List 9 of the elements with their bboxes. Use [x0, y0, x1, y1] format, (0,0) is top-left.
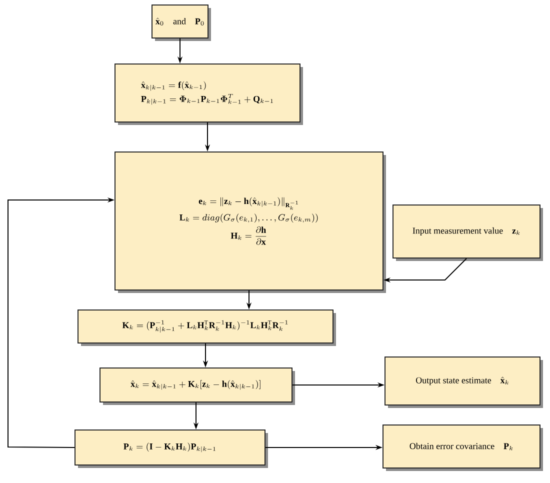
process-box: $\text{Obtain error covariance}\quad\mathbf{P}_k$ — [382, 424, 543, 471]
process-box: $\hat{\mathbf{x}}_{k|k-1}=\mathbf{f}(\hat{\mathbf{x}}_{k-1})$ $\mathbf{P}_{k|k-1}=\boldsymbol{\Phi}_{k-1}\mathbf{P}_{k-1}\boldsymbol{\Phi}_{k-1}^{T}+\mathbf{Q}_{k-1}$ — [114, 64, 303, 125]
process-box: $\text{Output state estimate}\quad\hat{\mathbf{x}}_k$ — [384, 356, 543, 408]
process-box: $\mathbf{P}_k=(\mathbf{I}-\mathbf{K}_k\mathbf{H}_k)\mathbf{P}_{k|k-1}$ — [74, 429, 268, 468]
process-box: $\hat{\mathbf{x}}_0\quad\text{and}\quad\mathbf{P}_0$ — [152, 4, 211, 41]
process-box: $\mathbf{e}_k=\|\mathbf{z}_k-\mathbf{h}(\hat{\mathbf{x}}_{k|k-1})\|_{\mathbf{R}_k^{-1}}$ $\mathbf{L}_k=diag(G_\sigma(e_{k,1}),\ldots,G_\sigma(e_{k,m}))$ $\mathbf{H}_k=\frac{\partial\mathbf{h}}{\partial\mathbf{x}}$ — [114, 151, 386, 293]
process-box: $\hat{\mathbf{x}}_k=\hat{\mathbf{x}}_{k|k-1}+\mathbf{K}_k[\mathbf{z}_k-\mathbf{h}(\hat{\mathbf{x}}_{k|k-1})]$ — [100, 367, 295, 405]
process-box: $\text{Input measurement value}\quad\mathbf{z}_k$ — [392, 204, 543, 261]
process-box: $\mathbf{K}_k=(\mathbf{P}_{k|k-1}^{-1}+\mathbf{L}_k\mathbf{H}_k^{\mathrm{T}}\mathbf{R}_k^{-1}\mathbf{H}_k)^{-1}\mathbf{L}_k\mathbf{H}_k^{\mathrm{T}}\mathbf{R}_k^{-1}$ — [78, 309, 336, 346]
